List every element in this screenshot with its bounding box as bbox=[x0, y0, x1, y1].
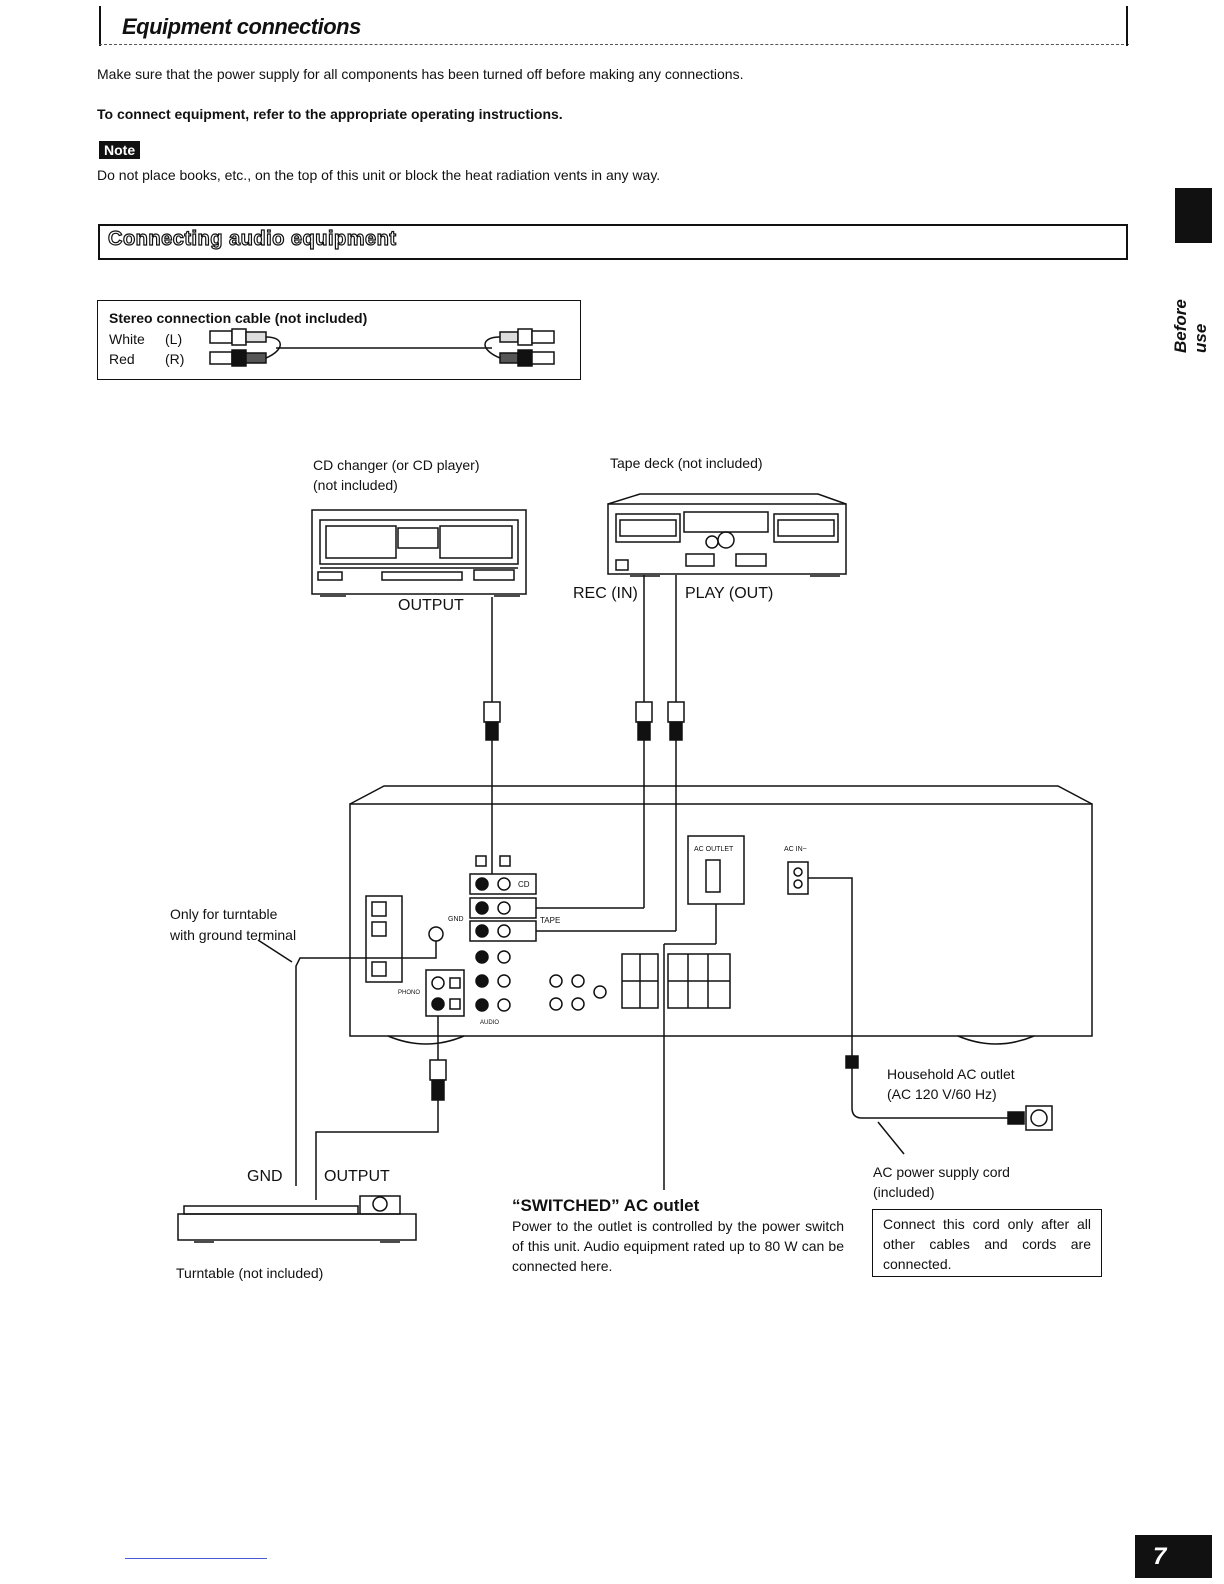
cd-output-label: OUTPUT bbox=[398, 597, 464, 614]
ground-note-2: with ground terminal bbox=[170, 927, 297, 943]
cd-changer-device bbox=[311, 509, 527, 597]
rec-in-label: REC (IN) bbox=[573, 585, 638, 602]
switched-outlet-description: Power to the outlet is controlled by the… bbox=[512, 1218, 844, 1274]
power-cord-label-2: (included) bbox=[873, 1184, 935, 1200]
title-rule bbox=[99, 44, 1129, 45]
footer-line bbox=[125, 1558, 267, 1559]
turntable-label: Turntable (not included) bbox=[176, 1265, 324, 1281]
section-title: Connecting audio equipment bbox=[107, 227, 397, 250]
cable-plug-red-left bbox=[209, 349, 267, 367]
tape-deck-device bbox=[607, 493, 847, 577]
ground-note-1: Only for turntable bbox=[170, 906, 278, 922]
panel-audio-label: AUDIO bbox=[480, 1020, 500, 1026]
play-out-label: PLAY (OUT) bbox=[685, 585, 774, 602]
tape-deck-label: Tape deck (not included) bbox=[610, 455, 763, 471]
panel-gnd-label: GND bbox=[448, 916, 464, 923]
cable-white-label: White bbox=[109, 331, 145, 347]
cable-legend-box bbox=[97, 300, 581, 380]
note-text: Do not place books, etc., on the top of … bbox=[97, 167, 661, 183]
title-bar-left bbox=[99, 6, 101, 46]
rca-plug-phono bbox=[429, 1059, 447, 1101]
rca-plug-play bbox=[667, 701, 685, 741]
switched-outlet-title: “SWITCHED” AC outlet bbox=[512, 1196, 700, 1215]
panel-tape-label: TAPE bbox=[540, 916, 561, 925]
cable-red-label: Red bbox=[109, 351, 135, 367]
page-number: 7 bbox=[1135, 1535, 1212, 1578]
panel-phono-label: PHONO bbox=[398, 990, 421, 996]
panel-ac-outlet-label: AC OUTLET bbox=[694, 846, 734, 853]
title-bar-right bbox=[1126, 6, 1128, 46]
instruction-text: To connect equipment, refer to the appro… bbox=[97, 106, 563, 122]
cord-warning-text: Connect this cord only after all other c… bbox=[883, 1216, 1091, 1272]
intro-text: Make sure that the power supply for all … bbox=[97, 66, 744, 82]
amplifier-rear-panel bbox=[349, 785, 1093, 1045]
cable-title: Stereo connection cable (not included) bbox=[109, 310, 368, 326]
panel-ac-in-label: AC IN~ bbox=[784, 846, 807, 853]
cable-plug-red-right bbox=[499, 349, 555, 367]
cable-plug-white-right bbox=[499, 328, 555, 346]
cable-red-channel: (R) bbox=[165, 351, 185, 367]
household-outlet-label-1: Household AC outlet bbox=[887, 1066, 1015, 1082]
cable-plug-white-left bbox=[209, 328, 267, 346]
cd-changer-label-2: (not included) bbox=[313, 477, 398, 493]
power-cord-label-1: AC power supply cord bbox=[873, 1164, 1010, 1180]
cable-white-channel: (L) bbox=[165, 331, 183, 347]
rca-plug-cd bbox=[483, 701, 501, 748]
turntable-output-label: OUTPUT bbox=[324, 1168, 390, 1185]
cord-warning-box: Connect this cord only after all other c… bbox=[872, 1209, 1102, 1277]
note-badge: Note bbox=[99, 141, 141, 159]
rca-plug-rec bbox=[635, 701, 653, 741]
side-tab-marker bbox=[1175, 188, 1212, 243]
cd-changer-label-1: CD changer (or CD player) bbox=[313, 457, 480, 473]
turntable-gnd-label: GND bbox=[247, 1168, 283, 1185]
page-title: Equipment connections bbox=[122, 14, 361, 39]
household-outlet-label-2: (AC 120 V/60 Hz) bbox=[887, 1086, 997, 1102]
section-heading-box bbox=[98, 224, 1128, 260]
panel-cd-label: CD bbox=[518, 880, 530, 889]
turntable-device bbox=[177, 1195, 417, 1243]
